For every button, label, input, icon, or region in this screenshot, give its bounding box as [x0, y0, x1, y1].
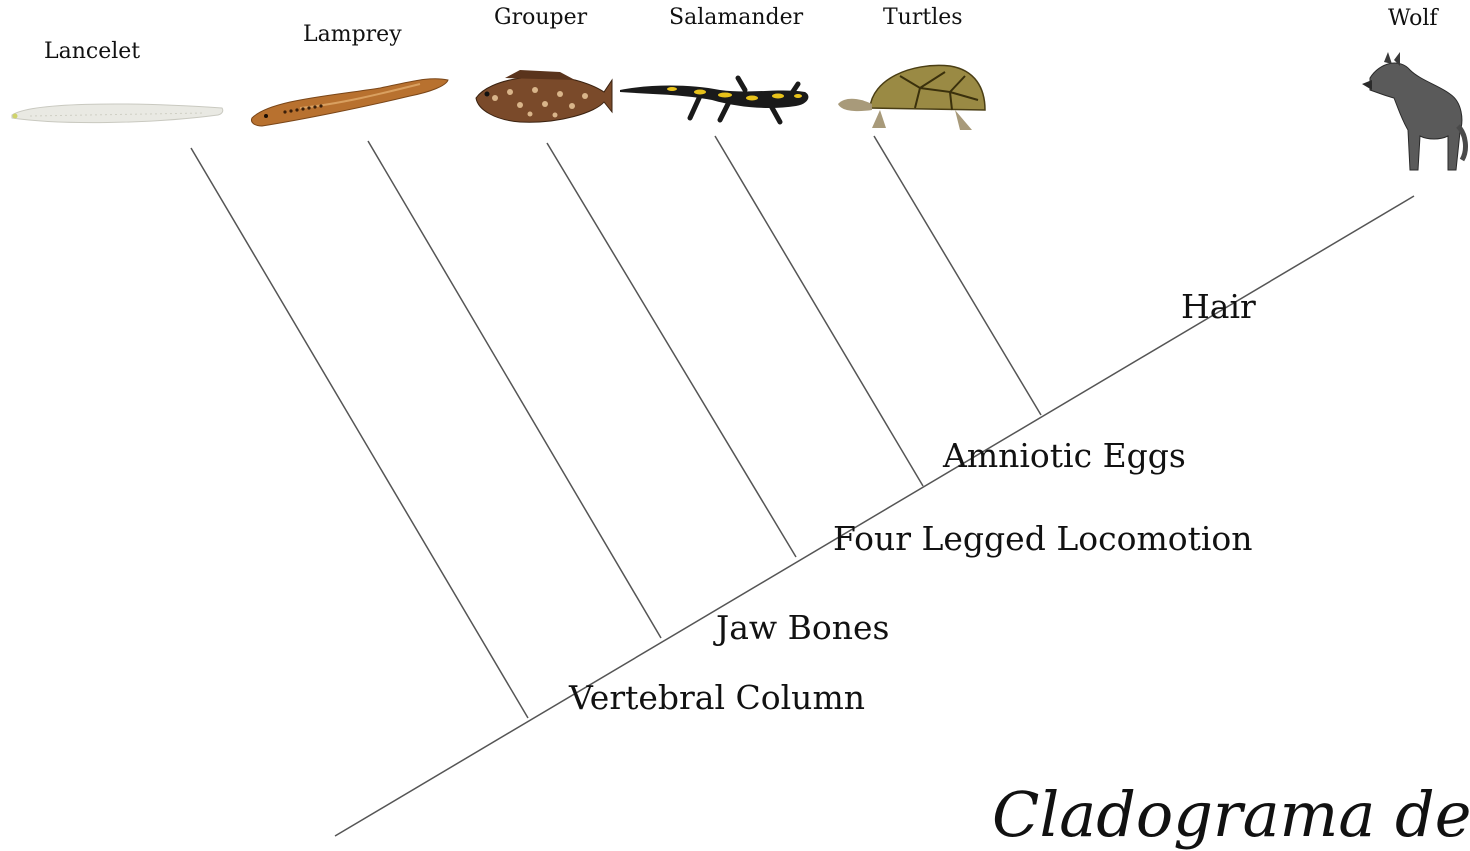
- taxon-label-grouper: Grouper: [494, 5, 587, 30]
- taxon-label-lancelet: Lancelet: [44, 39, 140, 64]
- branch-salamander: [715, 136, 923, 486]
- turtle-icon: [838, 65, 985, 130]
- taxon-label-turtles: Turtles: [883, 5, 963, 30]
- salamander-icon: [620, 78, 808, 122]
- branch-lancelet: [191, 148, 528, 718]
- diagram-title: Cladograma del: [992, 778, 1470, 851]
- trait-label-amniotic-eggs: Amniotic Eggs: [943, 436, 1186, 475]
- branch-turtles: [874, 136, 1041, 415]
- trait-label-four-legged-locomotion: Four Legged Locomotion: [833, 519, 1253, 558]
- grouper-icon: [476, 70, 612, 122]
- branch-lamprey: [368, 141, 661, 638]
- taxon-label-lamprey: Lamprey: [303, 22, 402, 47]
- branch-grouper: [547, 143, 796, 557]
- trait-label-jaw-bones: Jaw Bones: [716, 608, 889, 647]
- trait-label-hair: Hair: [1181, 287, 1256, 326]
- taxon-label-wolf: Wolf: [1388, 6, 1438, 31]
- wolf-icon: [1362, 52, 1465, 170]
- taxon-label-salamander: Salamander: [669, 5, 803, 30]
- lamprey-icon: [251, 79, 448, 126]
- lancelet-icon: [12, 104, 223, 123]
- trait-label-vertebral-column: Vertebral Column: [569, 678, 865, 717]
